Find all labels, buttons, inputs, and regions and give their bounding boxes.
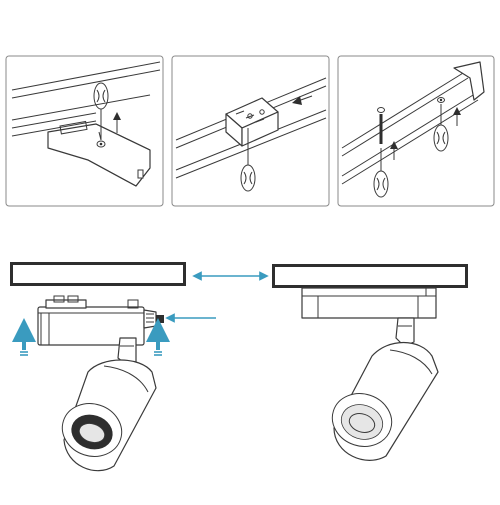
arrow-up-icon (453, 107, 461, 126)
spotlight-head-right (331, 342, 439, 461)
panel-1-track (11, 61, 161, 137)
screw-icon (437, 97, 445, 103)
panel-1 (5, 55, 164, 207)
track-bar-left (10, 262, 186, 286)
track-bar-right (272, 264, 468, 288)
arrow-up-icon (390, 141, 398, 160)
screwdriver-icon (433, 104, 449, 152)
panel-1-connector-block (47, 120, 151, 187)
spotlight-head-left (61, 359, 157, 472)
panel-2 (171, 55, 330, 207)
arrow-up-icon (146, 318, 170, 356)
screw-icon (96, 140, 106, 148)
screwdriver-icon (373, 148, 389, 198)
spotlight-adapter-left (37, 295, 164, 346)
panel-2-connector-housing (225, 97, 279, 147)
panel-3-frame (337, 55, 495, 207)
panel-3 (337, 55, 495, 207)
arrow-up-icon (12, 318, 36, 356)
screwdriver-icon (240, 128, 256, 192)
spotlight-adapter-right (301, 287, 437, 319)
screwdriver-icon (93, 82, 109, 141)
panel-3-track (341, 61, 485, 185)
screw-icon (377, 107, 385, 144)
arrow-up-icon (113, 112, 121, 133)
spotlight-arm-right (395, 317, 415, 347)
arrow-left-icon (292, 95, 313, 105)
